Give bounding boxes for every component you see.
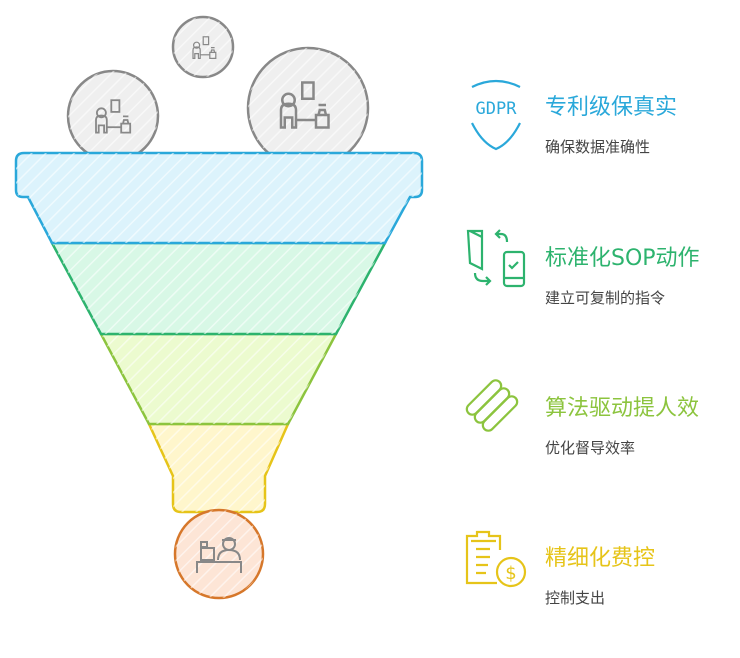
- cashier-bubble: [173, 508, 265, 600]
- funnel-segment-3: [98, 332, 339, 426]
- feature-subtitle: 控制支出: [545, 589, 606, 607]
- pill-stack-icon: [465, 379, 519, 432]
- cashier-icon: [196, 537, 242, 573]
- gdpr-shield-icon: GDPR: [471, 79, 521, 151]
- clipboard-dollar-icon: $: [465, 530, 527, 588]
- feature-subtitle: 建立可复制的指令: [545, 289, 666, 307]
- feature-item-2: 标准化SOP动作 建立可复制的指令: [545, 245, 700, 308]
- bubble-small: [171, 15, 235, 79]
- feature-subtitle: 确保数据准确性: [545, 138, 651, 156]
- feature-item-1: 专利级保真实 确保数据准确性: [545, 94, 677, 157]
- sync-phone-icon: [466, 229, 526, 288]
- feature-item-4: 精细化费控 控制支出: [545, 545, 655, 608]
- svg-text:GDPR: GDPR: [476, 99, 518, 119]
- feature-subtitle: 优化督导效率: [545, 439, 636, 457]
- bubble-right: [246, 46, 370, 170]
- funnel-segment-4: [147, 422, 290, 514]
- feature-title: 算法驱动提人效: [545, 396, 700, 421]
- feature-title: 专利级保真实: [545, 95, 678, 120]
- feature-title: 标准化SOP动作: [545, 246, 700, 271]
- bubble-left: [66, 69, 160, 163]
- feature-title: 精细化费控: [545, 546, 656, 571]
- feature-item-3: 算法驱动提人效 优化督导效率: [545, 395, 699, 458]
- svg-text:$: $: [505, 563, 516, 584]
- funnel-segment-1: [14, 151, 424, 245]
- funnel-segment-2: [49, 241, 388, 336]
